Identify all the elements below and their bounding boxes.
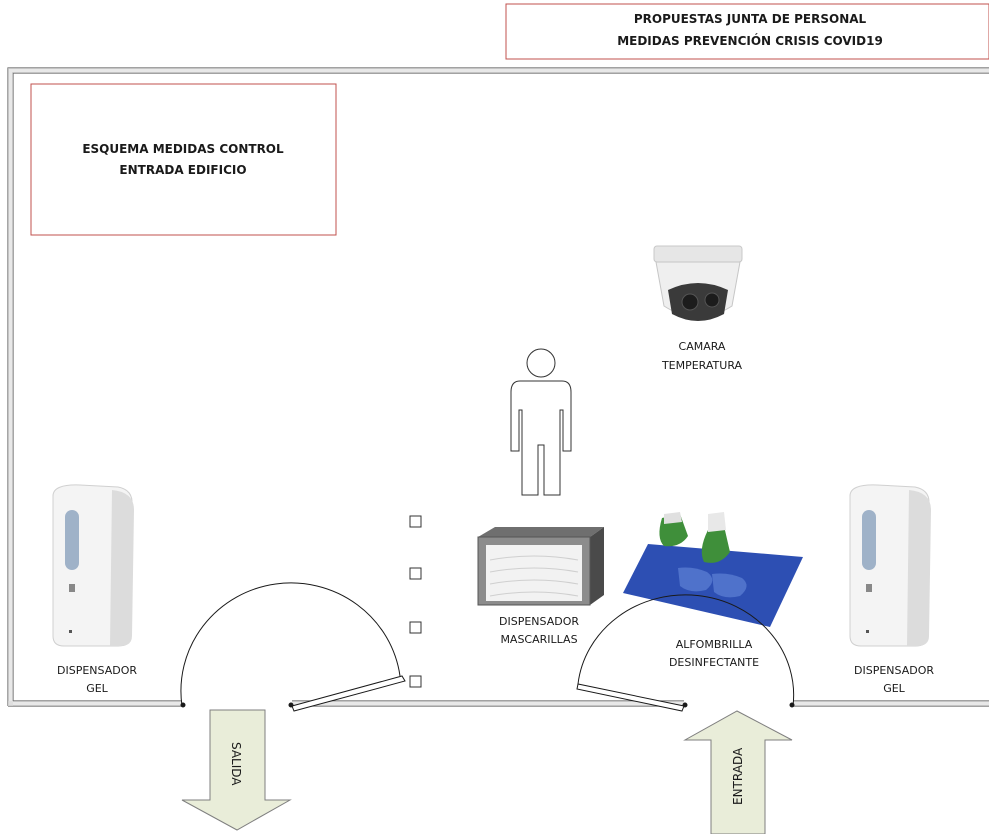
mask-dispenser-icon	[477, 527, 604, 606]
entry-door	[576, 594, 795, 712]
scheme-title-line-1: ESQUEMA MEDIDAS CONTROL	[82, 142, 284, 156]
exit-arrow-label: SALIDA	[229, 742, 243, 786]
scheme-title-box	[30, 83, 337, 236]
entry-arrow-label: ENTRADA	[731, 747, 745, 805]
exit-door-leaf	[291, 675, 406, 712]
gel-left-label-line-2: GEL	[86, 682, 108, 695]
mask-dispenser-label-line-1: DISPENSADOR	[499, 615, 579, 628]
header-box	[505, 3, 989, 60]
exit-door	[180, 582, 406, 712]
entry-door-swing-arc	[577, 594, 795, 707]
mat-label-line-2: DESINFECTANTE	[669, 656, 759, 669]
disinfectant-mat-icon	[623, 544, 803, 627]
queue-marker	[409, 567, 422, 580]
mask-dispenser-label-line-2: MASCARILLAS	[500, 633, 577, 646]
exit-arrow: SALIDA	[181, 709, 292, 831]
gel-right-label-line-2: GEL	[883, 682, 905, 695]
camera-label-line-1: CAMARA	[679, 340, 726, 353]
queue-marker	[409, 621, 422, 634]
gel-right-label-line-1: DISPENSADOR	[854, 664, 934, 677]
queue-markers	[409, 515, 422, 688]
camera-label-line-2: TEMPERATURA	[661, 359, 743, 372]
scheme-title-line-2: ENTRADA EDIFICIO	[119, 163, 246, 177]
gel-dispenser-left-icon	[52, 484, 134, 647]
header-line-2: MEDIDAS PREVENCIÓN CRISIS COVID19	[617, 33, 883, 48]
queue-marker	[409, 515, 422, 528]
thermal-camera-icon	[653, 245, 743, 321]
shoes-icon	[659, 512, 730, 563]
queue-marker	[409, 675, 422, 688]
entry-door-leaf	[576, 683, 685, 712]
gel-dispenser-right-icon	[849, 484, 931, 647]
gel-left-label-line-1: DISPENSADOR	[57, 664, 137, 677]
entry-arrow: ENTRADA	[683, 710, 793, 834]
person-icon	[510, 348, 572, 496]
mat-label-line-1: ALFOMBRILLA	[676, 638, 753, 651]
header-line-1: PROPUESTAS JUNTA DE PERSONAL	[634, 12, 867, 26]
exit-door-swing-arc	[180, 582, 401, 707]
